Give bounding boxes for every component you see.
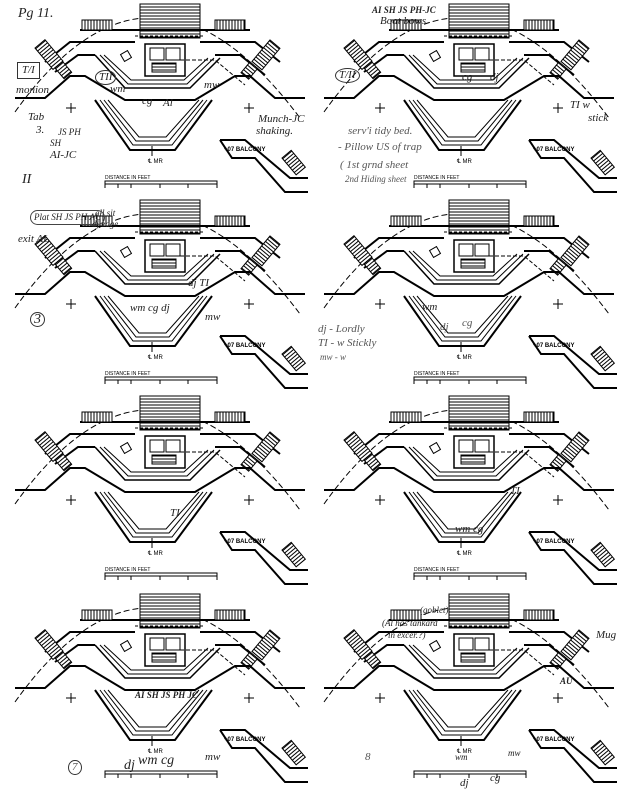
scale-label: DISTANCE IN FEET [414, 175, 459, 181]
note: wm cg [138, 753, 175, 768]
centerline-label: ℄ MR [147, 749, 164, 755]
note: 3 [30, 312, 45, 327]
centerline-label: ℄ MR [456, 749, 473, 755]
note: mw [508, 748, 521, 758]
note: Al [163, 97, 173, 109]
note: AI SH JS PH-JC [372, 5, 436, 15]
note: Tab [28, 111, 45, 123]
note: in excer.?) [388, 630, 426, 640]
note: AI-JC [50, 149, 77, 161]
balcony-label: +07 BALCONY [224, 343, 266, 349]
note: dj [440, 321, 449, 333]
note: wm [110, 83, 126, 95]
note: T/II [335, 68, 360, 83]
scale-label: DISTANCE IN FEET [414, 567, 459, 573]
note: 8 [365, 751, 371, 763]
note: II [22, 172, 32, 187]
note: cg [462, 317, 473, 329]
centerline-label: ℄ MR [147, 551, 164, 557]
note: stick [588, 112, 609, 124]
note: T/I [17, 62, 40, 79]
note: TI [510, 485, 520, 497]
note: AU [560, 676, 573, 686]
balcony-label: +07 BALCONY [533, 147, 575, 153]
stage-plan-3: ℄ MR +07 BALCONY DISTANCE IN FEET [0, 196, 308, 394]
stage-plan-6: ℄ MR +07 BALCONY DISTANCE IN FEET [309, 392, 617, 590]
note: JS PH [58, 127, 81, 137]
note: all sit [95, 208, 116, 218]
centerline-label: ℄ MR [456, 551, 473, 557]
balcony-label: +07 BALCONY [533, 737, 575, 743]
note: cg [490, 772, 501, 784]
note: AI SH JS PH JC [135, 690, 199, 700]
note: Plat SH JS PH AU [30, 210, 106, 225]
note: cg [462, 71, 473, 83]
stage-plan-2: ℄ MR +07 BALCONY DISTANCE IN FEET [309, 0, 617, 198]
note: TI [170, 507, 180, 519]
note: Mug [596, 629, 617, 641]
balcony-label: +07 BALCONY [224, 147, 266, 153]
note: cg [142, 95, 153, 107]
note: monion [16, 84, 49, 96]
note: ( 1st grnd sheet [340, 159, 409, 171]
note: mw [204, 79, 220, 91]
note: TI w [570, 99, 590, 111]
note: dj edge [92, 219, 119, 229]
centerline-label: ℄ MR [147, 355, 164, 361]
note: 2nd Hiding sheet [345, 174, 407, 184]
stage-plan-7: ℄ MR +07 BALCONY [0, 590, 308, 788]
note: Boat bows [380, 15, 427, 27]
note: TI - w Stickly [318, 337, 377, 349]
note: 7 [68, 760, 82, 775]
note: TII [95, 70, 117, 85]
scale-label: DISTANCE IN FEET [105, 567, 150, 573]
balcony-label: +07 BALCONY [533, 539, 575, 545]
note: dj - Lordly [318, 323, 365, 335]
note: mw - w [320, 352, 347, 362]
note: dj [460, 777, 469, 789]
note: wm [455, 752, 468, 762]
stage-plan-8: ℄ MR +07 BALCONY [309, 590, 617, 788]
note: - Pillow US of trap [338, 141, 422, 153]
note: wm [422, 301, 438, 313]
stage-plan-1: ℄ MR +07 BALCONY DISTANCE IN FEET [0, 0, 308, 198]
note: (goblet) [420, 605, 449, 615]
note: shaking. [256, 125, 293, 137]
note: mw [205, 751, 221, 763]
note: (Al has tankard [382, 618, 438, 628]
note: mw [205, 311, 221, 323]
centerline-label: ℄ MR [456, 355, 473, 361]
scale-label: DISTANCE IN FEET [105, 175, 150, 181]
note: serv'i tidy bed. [348, 125, 413, 137]
note: Munch-JC [258, 113, 305, 125]
note: exit AL [18, 233, 50, 245]
scale-label: DISTANCE IN FEET [414, 371, 459, 377]
note: wm cg [455, 523, 484, 535]
stage-plan-4: ℄ MR +07 BALCONY DISTANCE IN FEET [309, 196, 617, 394]
note: wm cg dj [130, 302, 170, 314]
scale-label: DISTANCE IN FEET [105, 371, 150, 377]
note: dj [490, 71, 499, 83]
centerline-label: ℄ MR [147, 159, 164, 165]
balcony-label: +07 BALCONY [224, 539, 266, 545]
stage-plan-5: ℄ MR +07 BALCONY DISTANCE IN FEET [0, 392, 308, 590]
centerline-label: ℄ MR [456, 159, 473, 165]
balcony-label: +07 BALCONY [533, 343, 575, 349]
note: 3. [36, 124, 45, 136]
note: SH [50, 138, 61, 148]
note: dj [124, 758, 135, 773]
balcony-label: +07 BALCONY [224, 737, 266, 743]
page-label: Pg 11. [18, 6, 54, 21]
note: dj TI [188, 277, 210, 289]
